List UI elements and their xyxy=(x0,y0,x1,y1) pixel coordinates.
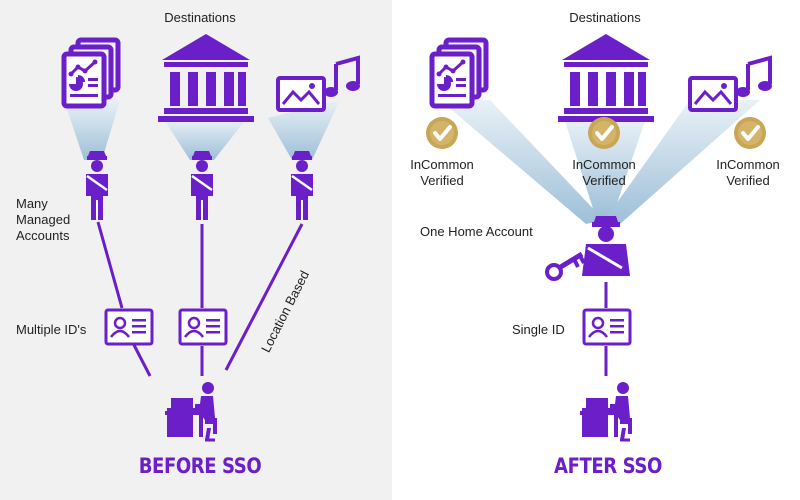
verified-label: InCommon Verified xyxy=(572,157,636,188)
beam xyxy=(440,100,604,224)
verified-label: InCommon Verified xyxy=(716,157,780,188)
beam xyxy=(163,118,247,160)
id-card-icon xyxy=(178,308,228,346)
single-id-label: Single ID xyxy=(512,322,565,337)
after-title: AFTER SSO xyxy=(554,454,662,478)
before-title: BEFORE SSO xyxy=(138,454,262,478)
desk-user-icon xyxy=(578,380,634,442)
bank-icon xyxy=(158,34,254,122)
beam xyxy=(64,100,120,160)
person-icon xyxy=(289,149,315,222)
destinations-label: Destinations xyxy=(164,10,236,25)
before-lines xyxy=(96,221,304,377)
check-badge-icon xyxy=(732,115,768,151)
one-home-account-label: One Home Account xyxy=(420,224,533,239)
connector-line xyxy=(224,223,304,371)
documents-icon xyxy=(64,40,118,106)
media-icon xyxy=(688,56,774,112)
many-accounts-label: Many Managed Accounts xyxy=(16,196,71,243)
documents-icon xyxy=(432,40,486,106)
key-icon xyxy=(547,254,584,279)
beam xyxy=(606,100,760,224)
person-icon xyxy=(189,149,215,222)
before-beams xyxy=(64,100,340,160)
check-badge-icon xyxy=(586,115,622,151)
one-home-person-icon xyxy=(582,216,630,276)
destinations-label: Destinations xyxy=(569,10,641,25)
after-beams xyxy=(440,100,760,224)
connector-line xyxy=(132,344,152,377)
beam xyxy=(564,118,646,218)
id-card-icon xyxy=(104,308,154,346)
verified-label: InCommon Verified xyxy=(410,157,474,188)
media-icon xyxy=(276,56,362,112)
id-card-icon xyxy=(582,308,632,346)
desk-user-icon xyxy=(163,380,219,442)
multiple-ids-label: Multiple ID's xyxy=(16,322,87,337)
beam xyxy=(268,100,340,160)
check-badge-icon xyxy=(424,115,460,151)
bank-icon xyxy=(558,34,654,122)
connector-line xyxy=(96,221,124,309)
